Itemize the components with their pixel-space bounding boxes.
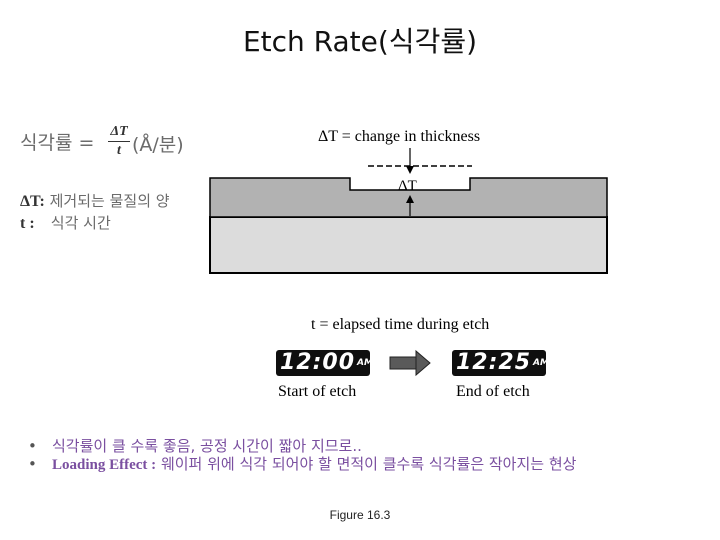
up-arrow-head-icon — [406, 195, 414, 203]
definition-delta-t: ΔT: 제거되는 물질의 양 — [20, 190, 170, 211]
bullet-icon: • — [28, 437, 37, 455]
bullet-bold: Loading Effect : — [52, 457, 157, 473]
definition-symbol: ΔT: — [20, 193, 45, 210]
formula-fraction: ΔT t — [108, 124, 130, 159]
formula-numerator: ΔT — [110, 124, 128, 139]
page-title: Etch Rate(식각률) — [242, 25, 478, 58]
clock-ampm: AM — [357, 358, 373, 368]
start-label: Start of etch — [278, 383, 357, 400]
definition-text: 제거되는 물질의 양 — [49, 192, 170, 210]
formula-denominator: t — [117, 143, 121, 158]
list-item: • 식각률이 클 수록 좋음, 공정 시간이 짧아 지므로.. — [28, 437, 720, 455]
delta-t-caption: ΔT = change in thickness — [318, 128, 481, 145]
bullet-text: 웨이퍼 위에 식각 되어야 할 면적이 클수록 식각률은 작아지는 현상 — [156, 455, 577, 473]
definition-symbol: t : — [20, 215, 35, 232]
bullet-icon: • — [28, 455, 37, 473]
film-layer — [209, 177, 608, 218]
bullet-list: • 식각률이 클 수록 좋음, 공정 시간이 짧아 지므로.. • Loading … — [28, 437, 720, 474]
clock-time: 12:00 — [280, 350, 356, 375]
time-caption: t = elapsed time during etch — [311, 316, 490, 333]
clock-ampm: AM — [533, 358, 549, 368]
process-arrow-icon — [415, 349, 431, 377]
bullet-text: 식각률이 클 수록 좋음, 공정 시간이 짧아 지므로.. — [52, 437, 362, 455]
process-arrow-body — [389, 356, 417, 370]
clock-time: 12:25 — [456, 350, 532, 375]
delta-t-label: ΔT — [398, 178, 417, 194]
end-label: End of etch — [456, 383, 530, 400]
formula-unit: (Å/분) — [132, 134, 184, 156]
definition-t: t : 식각 시간 — [20, 212, 111, 233]
substrate-layer — [209, 216, 608, 274]
down-arrow-head-icon — [406, 166, 414, 174]
definition-text: 식각 시간 — [50, 214, 111, 232]
formula-lhs: 식각률 = — [20, 132, 95, 154]
figure-caption: Figure 16.3 — [329, 508, 391, 522]
list-item: • Loading Effect : 웨이퍼 위에 식각 되어야 할 면적이 클수… — [28, 455, 720, 474]
fraction-bar — [108, 141, 130, 142]
